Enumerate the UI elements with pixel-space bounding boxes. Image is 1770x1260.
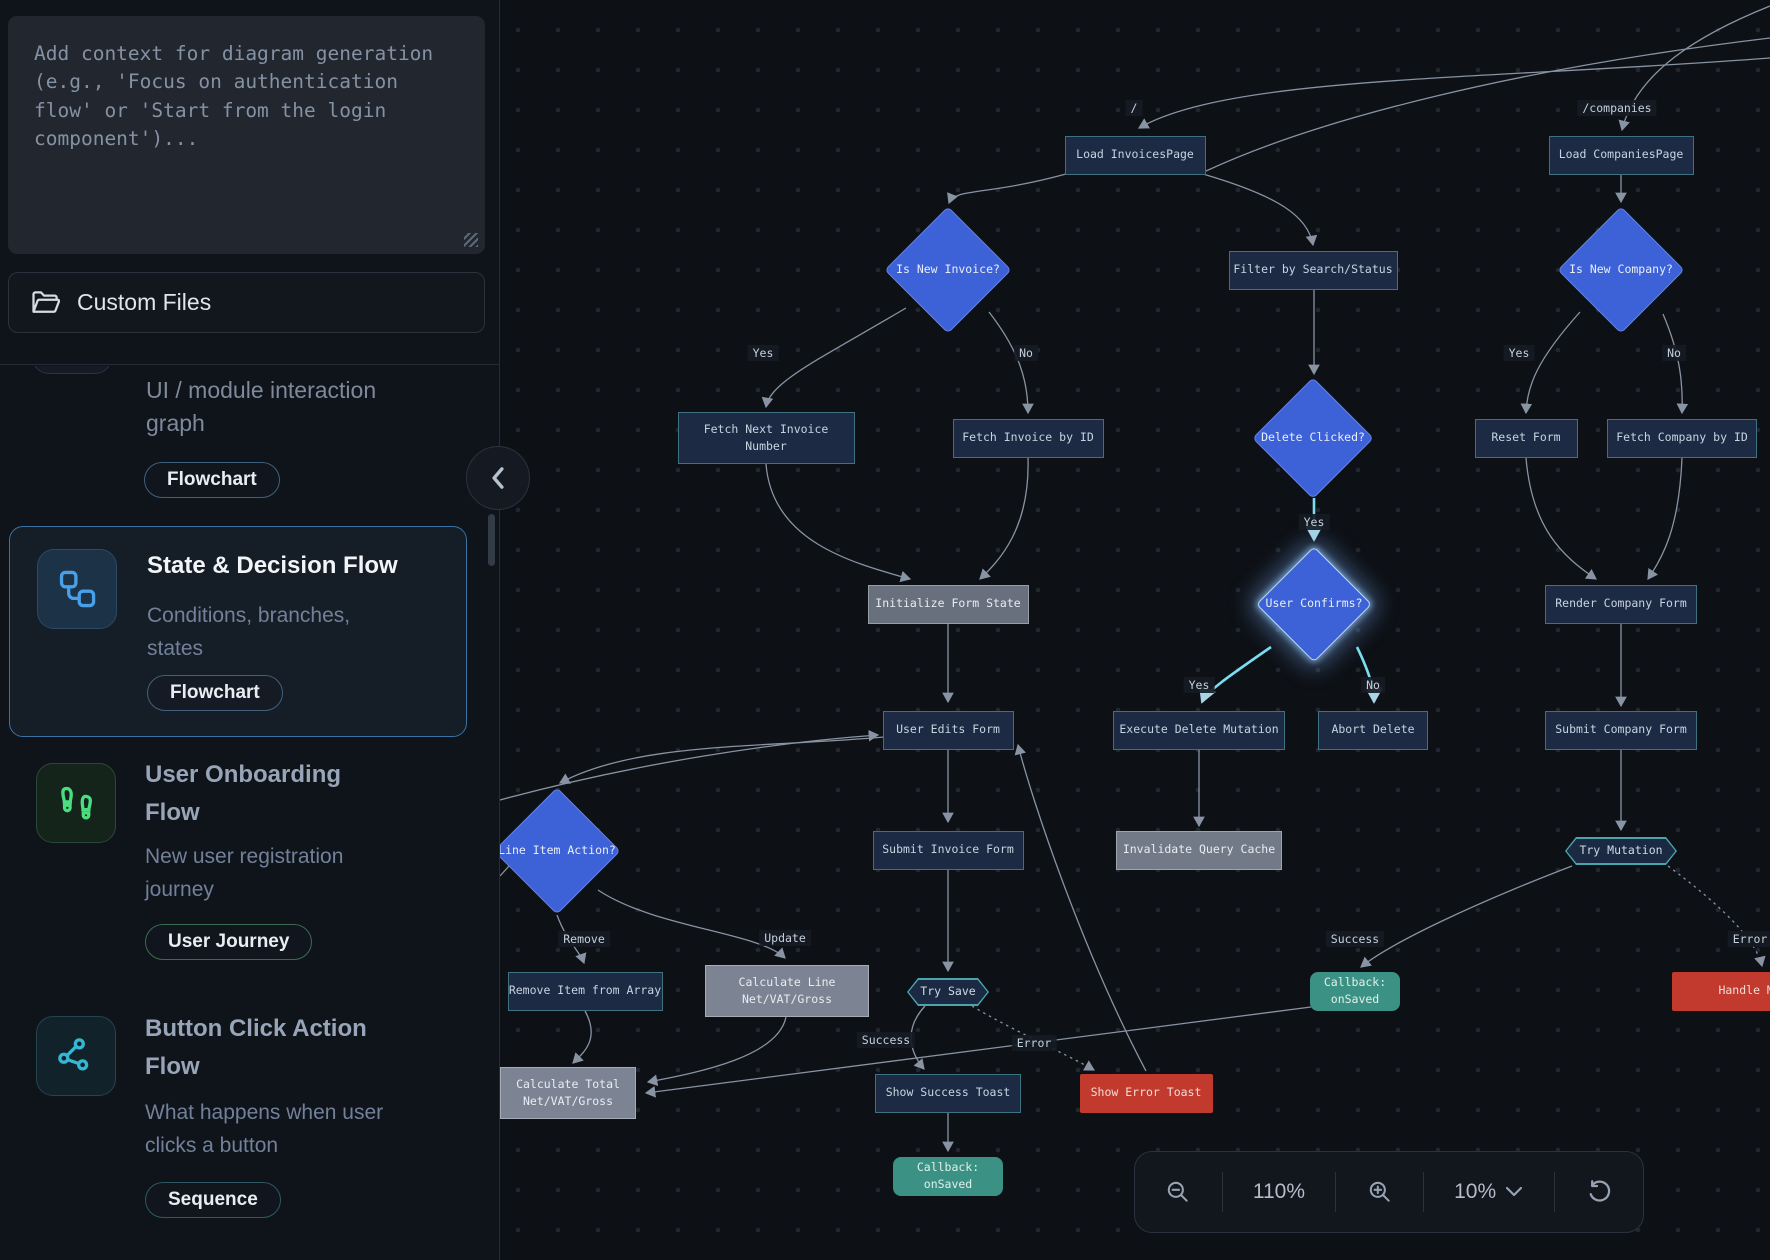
template-title-line: Flow: [145, 799, 200, 826]
zoom-out-icon: [1168, 1181, 1188, 1202]
template-item-ui-module[interactable]: UI / module interaction graph Flowchart: [0, 366, 500, 506]
template-subtitle-line: What happens when user: [145, 1101, 384, 1124]
template-title-line: graph: [146, 410, 205, 436]
template-title-line: Button Click Action: [145, 1015, 367, 1042]
template-title-line: User Onboarding: [145, 761, 342, 788]
chevron-left-icon: [492, 467, 504, 489]
reset-view-button[interactable]: [1586, 1179, 1613, 1206]
divider: [1221, 1172, 1223, 1212]
share-icon: [36, 1016, 116, 1096]
template-badge: User Journey: [145, 924, 313, 960]
zoom-step-value: 10%: [1454, 1180, 1497, 1203]
template-icon-placeholder: [32, 366, 112, 374]
custom-files-label: Custom Files: [77, 289, 212, 315]
folder-icon: [32, 290, 61, 313]
zoom-in-icon: [1369, 1181, 1390, 1202]
zoom-toolbar: 110% 10%: [1134, 1151, 1644, 1233]
resize-handle-icon[interactable]: [464, 233, 478, 247]
template-badge: Flowchart: [144, 462, 280, 498]
divider: [0, 364, 500, 365]
template-badge: Sequence: [145, 1182, 281, 1218]
template-title-line: Flow: [145, 1053, 200, 1080]
template-title: State & Decision Flow: [147, 552, 398, 579]
state-flow-icon: [37, 549, 117, 629]
custom-files-button[interactable]: Custom Files: [8, 272, 485, 333]
sidebar: Add context for diagram generation (e.g.…: [0, 0, 500, 1260]
zoom-out-button[interactable]: [1165, 1179, 1191, 1205]
template-subtitle-line: New user registration: [145, 845, 344, 868]
context-input[interactable]: Add context for diagram generation (e.g.…: [8, 16, 485, 254]
template-subtitle-line: journey: [145, 878, 214, 901]
footprints-icon: [36, 763, 116, 843]
chevron-down-icon: [1506, 1186, 1523, 1197]
zoom-level-readout: 110%: [1252, 1180, 1305, 1203]
template-item-user-onboarding[interactable]: User Onboarding Flow New user registrati…: [0, 756, 500, 986]
template-list: UI / module interaction graph Flowchart …: [0, 366, 500, 1260]
template-title-line: UI / module interaction: [146, 377, 377, 403]
divider: [1335, 1172, 1337, 1212]
zoom-in-button[interactable]: [1367, 1179, 1393, 1205]
reset-view-icon: [1589, 1179, 1610, 1202]
template-subtitle-line: states: [147, 637, 204, 660]
zoom-step-dropdown[interactable]: 10%: [1454, 1180, 1524, 1204]
sidebar-collapse-button[interactable]: [466, 446, 530, 510]
divider: [1422, 1172, 1424, 1212]
template-item-state-decision-flow[interactable]: State & Decision Flow Conditions, branch…: [9, 526, 467, 737]
template-badge: Flowchart: [147, 675, 283, 711]
template-item-button-click[interactable]: Button Click Action Flow What happens wh…: [0, 1010, 500, 1260]
template-subtitle-line: Conditions, branches,: [147, 604, 351, 627]
template-subtitle-line: clicks a button: [145, 1134, 279, 1157]
sidebar-scrollbar[interactable]: [488, 514, 495, 566]
divider: [1554, 1172, 1556, 1212]
